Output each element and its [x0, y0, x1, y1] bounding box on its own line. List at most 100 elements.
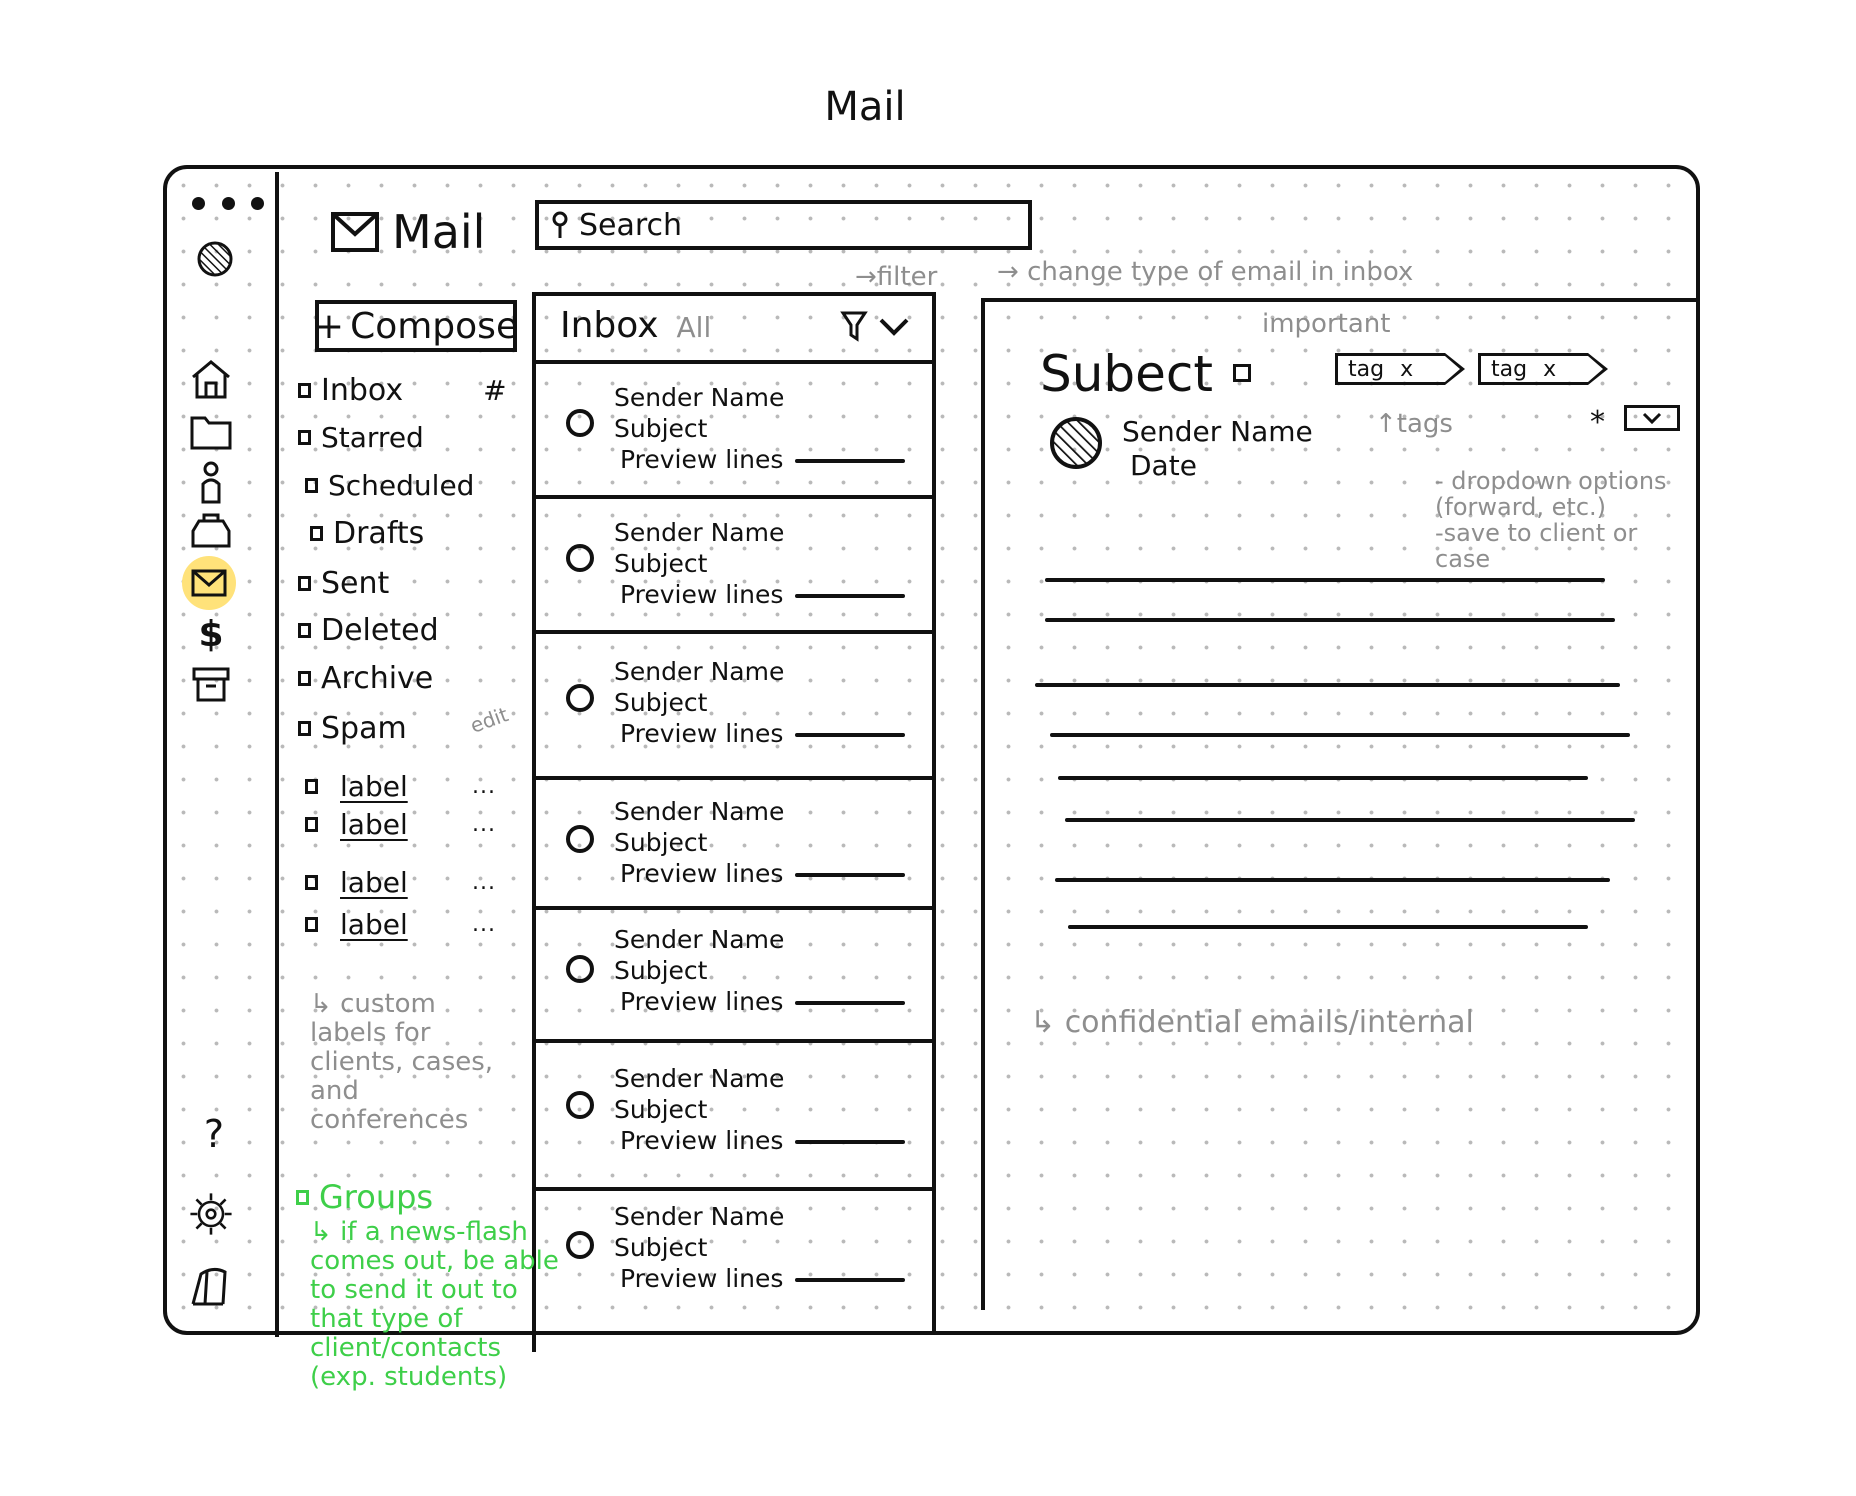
help-icon[interactable]: ?: [203, 1112, 225, 1156]
row-preview: Preview lines: [620, 859, 784, 888]
select-radio[interactable]: [566, 409, 594, 437]
message-tag[interactable]: tag x: [1335, 353, 1465, 385]
sender-name: Sender Name: [1122, 415, 1313, 448]
briefcase-icon[interactable]: [187, 505, 235, 553]
gear-icon[interactable]: [187, 1190, 235, 1238]
folder-deleted[interactable]: Deleted: [298, 613, 439, 648]
folder-scheduled[interactable]: Scheduled: [305, 469, 474, 502]
mail-icon[interactable]: [182, 556, 236, 610]
folder-label: Sent: [321, 566, 390, 601]
inbox-header: Inbox All: [560, 305, 711, 346]
annotation-important: important: [1262, 309, 1391, 339]
folder-icon: [298, 430, 311, 445]
folder-icon: [305, 478, 318, 493]
folder-label: Spam: [321, 711, 407, 746]
folder-icon: [298, 721, 311, 736]
label-menu-button[interactable]: ...: [472, 774, 496, 799]
plus-icon: +: [313, 305, 345, 347]
nav-divider: [532, 292, 536, 1352]
important-flag[interactable]: [1233, 364, 1251, 382]
compose-label: Compose: [350, 305, 519, 347]
folder-icon: [298, 671, 311, 686]
rail-divider: [275, 172, 279, 1337]
select-radio[interactable]: [566, 1231, 594, 1259]
label-menu-button[interactable]: ...: [472, 870, 496, 895]
select-radio[interactable]: [566, 825, 594, 853]
folder-icon[interactable]: [187, 408, 235, 456]
preview-line: [795, 1140, 906, 1144]
search-icon: [552, 211, 568, 238]
chevron-down-icon[interactable]: [878, 315, 910, 337]
label-icon: [305, 917, 318, 932]
label-icon: [305, 875, 318, 890]
body-text-line: [1055, 878, 1610, 882]
tag-label: tag: [1348, 356, 1385, 382]
select-radio[interactable]: [566, 684, 594, 712]
app-logo: Mail: [330, 205, 485, 259]
folder-label: Deleted: [321, 613, 439, 648]
custom-label-item[interactable]: label...: [305, 770, 496, 803]
home-icon[interactable]: [187, 355, 235, 403]
avatar[interactable]: [196, 240, 234, 282]
label-menu-button[interactable]: ...: [472, 912, 496, 937]
annotation-tags: ↑tags: [1375, 409, 1453, 439]
body-text-line: [1045, 578, 1605, 582]
archive-box-icon[interactable]: [187, 660, 235, 708]
book-icon[interactable]: [187, 1262, 235, 1310]
custom-label-item[interactable]: label...: [305, 908, 496, 941]
folder-groups[interactable]: Groups: [296, 1178, 433, 1216]
row-subject: Subject: [614, 688, 708, 717]
search-input[interactable]: Search: [535, 200, 1032, 250]
folder-inbox[interactable]: Inbox#: [298, 373, 507, 408]
dollar-icon[interactable]: $: [198, 613, 224, 655]
inbox-filter-value[interactable]: All: [676, 311, 712, 344]
label-icon: [305, 779, 318, 794]
row-subject: Subject: [614, 828, 708, 857]
preview-line: [795, 459, 906, 463]
label-menu-button[interactable]: ...: [472, 812, 496, 837]
folder-drafts[interactable]: Drafts: [310, 516, 424, 551]
select-radio[interactable]: [566, 544, 594, 572]
more-icon[interactable]: [192, 197, 264, 210]
annotation-groups: ↳ if a news-flash comes out, be able to …: [310, 1217, 559, 1392]
label-name: label: [340, 808, 408, 841]
folder-label: Groups: [319, 1178, 434, 1216]
filter-icon[interactable]: [840, 310, 868, 342]
page-title: Mail: [824, 84, 906, 130]
unread-count-badge: #: [483, 374, 507, 407]
label-name: label: [340, 908, 408, 941]
tag-remove-button[interactable]: x: [1543, 356, 1557, 382]
tag-remove-button[interactable]: x: [1400, 356, 1414, 382]
person-icon[interactable]: [187, 458, 235, 506]
select-radio[interactable]: [566, 1091, 594, 1119]
folder-icon: [310, 526, 323, 541]
folder-sent[interactable]: Sent: [298, 566, 389, 601]
custom-label-item[interactable]: label...: [305, 866, 496, 899]
preview-line: [795, 594, 906, 598]
custom-label-item[interactable]: label...: [305, 808, 496, 841]
annotation-custom-labels: ↳ custom labels for clients, cases, and …: [310, 989, 494, 1135]
compose-button[interactable]: + Compose: [313, 300, 519, 352]
tag-label: tag: [1491, 356, 1528, 382]
label-name: label: [340, 866, 408, 899]
folder-starred[interactable]: Starred: [298, 421, 424, 454]
row-subject: Subject: [614, 1095, 708, 1124]
annotation-confidential: ↳ confidential emails/internal: [1030, 1005, 1474, 1040]
message-actions-dropdown[interactable]: [1624, 405, 1680, 431]
message-sender: Sender Name Date: [1048, 415, 1313, 483]
folder-spam[interactable]: Spam: [298, 711, 407, 746]
body-text-line: [1035, 683, 1620, 687]
folder-archive[interactable]: Archive: [298, 661, 433, 696]
inbox-title: Inbox: [560, 305, 659, 346]
select-radio[interactable]: [566, 955, 594, 983]
row-subject: Subject: [614, 549, 708, 578]
star-icon[interactable]: *: [1590, 405, 1605, 440]
message-tag[interactable]: tag x: [1478, 353, 1608, 385]
